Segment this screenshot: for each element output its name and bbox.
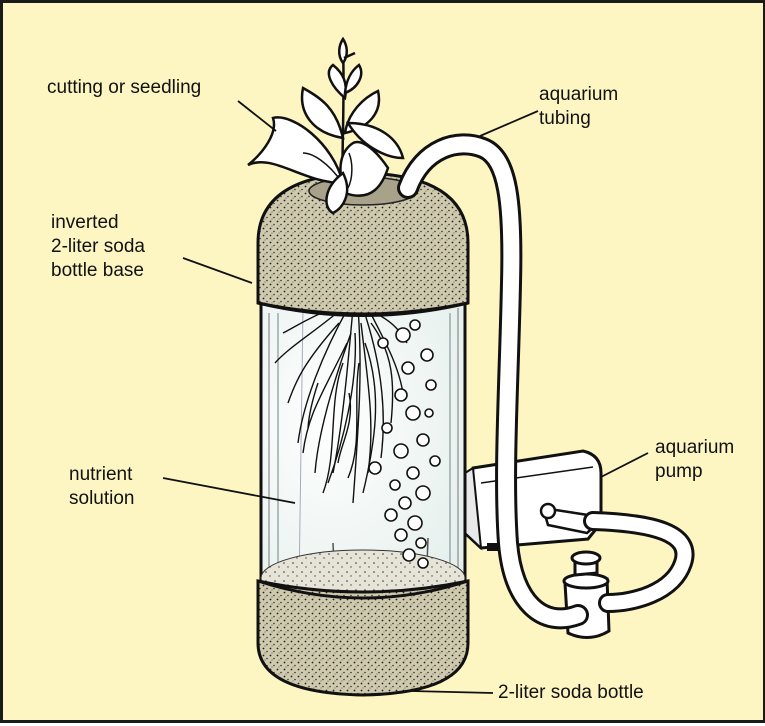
label-nutrient-solution: nutrient solution	[69, 463, 135, 511]
aquarium-pump	[465, 451, 601, 551]
label-soda-bottle: 2-liter soda bottle	[498, 681, 644, 705]
leader-tubing	[480, 111, 538, 136]
label-inverted-bottle-base: inverted 2-liter soda bottle base	[51, 211, 145, 283]
leader-base	[183, 258, 252, 283]
label-cutting-or-seedling: cutting or seedling	[47, 76, 201, 100]
leader-bottle	[411, 691, 493, 693]
leader-cutting	[238, 101, 276, 131]
hydroponic-setup-illustration	[3, 3, 765, 726]
leader-pump	[601, 453, 648, 477]
label-aquarium-tubing: aquarium tubing	[539, 83, 618, 131]
label-aquarium-pump: aquarium pump	[655, 436, 734, 484]
